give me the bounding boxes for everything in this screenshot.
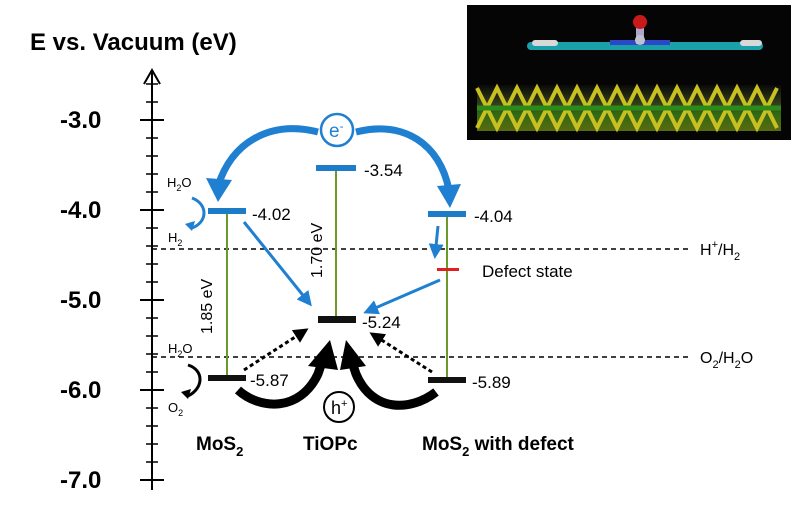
svg-text:h+: h+ [331, 398, 347, 418]
oxidation-curve [187, 363, 202, 398]
electron-arrow-left [214, 125, 319, 188]
hole-arrow-left [234, 360, 327, 409]
hole-arrow-right [347, 360, 439, 410]
tiopc-molecule-render [527, 42, 763, 50]
diagram-title: E vs. Vacuum (eV) [30, 29, 237, 56]
defect-dotted-arrow [369, 332, 433, 374]
defect-to-tiopc-arrow [363, 278, 441, 315]
tiopc-lumo-value: -3.54 [364, 161, 403, 180]
defect-vb-level [428, 377, 466, 383]
tick-label-minus4: -4.0 [60, 197, 101, 224]
mos2-to-tiopc-arrow [242, 221, 312, 307]
tiopc-gap-label: 1.70 eV [309, 223, 326, 278]
axis-major-ticks [140, 119, 164, 481]
electron-arrowhead-left [206, 178, 232, 202]
tiopc-lumo-level [316, 165, 356, 171]
defect-state-arrow [428, 225, 444, 259]
o2-label: O2 [168, 400, 183, 418]
electron-arrow-right [355, 125, 453, 191]
tiopc-label: TiOPc [303, 434, 358, 455]
mos2-cb-level [208, 208, 246, 214]
electron-badge: e- [319, 112, 355, 148]
defect-cb-level [428, 211, 466, 217]
electron-arrowhead-right [437, 184, 461, 208]
defect-state-level [437, 268, 459, 271]
energy-axis: -3.0 -4.0 -5.0 -6.0 -7.0 [60, 67, 164, 494]
defect-state-label: Defect state [482, 262, 573, 281]
tick-label-minus6: -6.0 [60, 377, 101, 404]
mos2-label: MoS2 [196, 434, 243, 459]
tick-label-minus3: -3.0 [60, 107, 101, 134]
defect-cb-value: -4.04 [474, 207, 513, 226]
mos2-defect-label: MoS2 with defect [422, 434, 575, 459]
reduction-curve [191, 196, 206, 230]
defect-vb-value: -5.89 [472, 373, 511, 392]
mos2-vb-level [208, 375, 246, 381]
h2o-top-label: H2O [167, 175, 192, 193]
axis-minor-ticks [146, 83, 158, 463]
h-plus-h2-label: H+/H2 [700, 239, 740, 263]
hole-badge: h+ [323, 391, 355, 423]
tick-label-minus7: -7.0 [60, 467, 101, 494]
h2o-bottom-label: H2O [168, 341, 193, 359]
mos2-dotted-arrow [243, 328, 309, 372]
tiopc-homo-value: -5.24 [362, 313, 401, 332]
h2-label: H2 [168, 230, 182, 248]
structure-inset [467, 5, 791, 140]
tiopc-homo-level [318, 316, 356, 323]
mos2-vb-value: -5.87 [250, 371, 289, 390]
svg-text:e-: e- [329, 119, 344, 142]
mos2-cb-value: -4.02 [252, 205, 291, 224]
o2-h2o-label: O2/H2O [700, 350, 753, 371]
tick-label-minus5: -5.0 [60, 287, 101, 314]
mos2-gap-label: 1.85 eV [199, 279, 216, 334]
